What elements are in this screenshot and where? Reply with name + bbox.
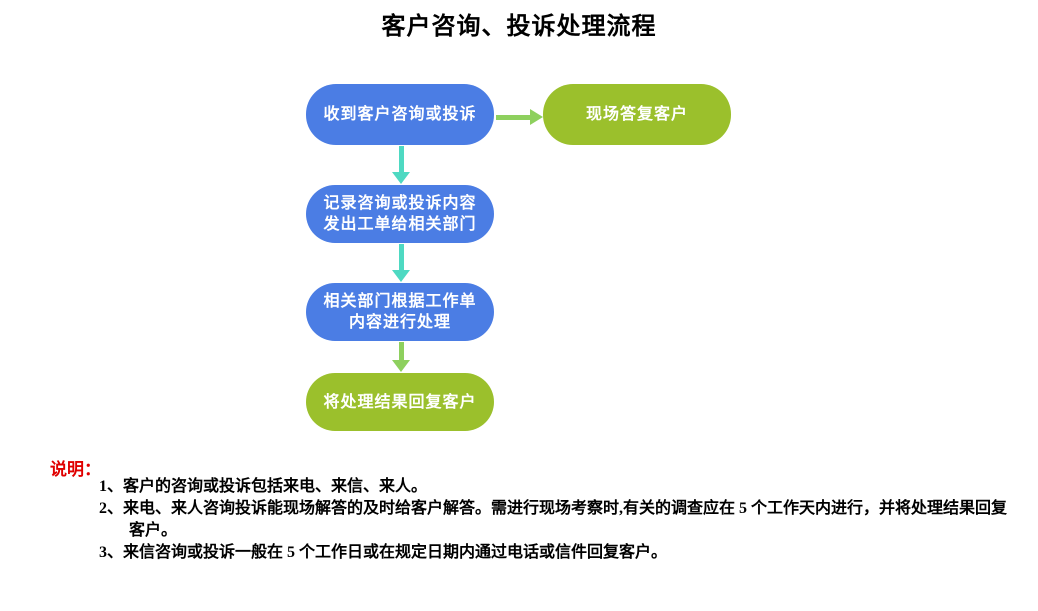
flow-arrow-down-icon bbox=[392, 146, 410, 184]
arrow-head bbox=[392, 360, 410, 372]
arrow-head bbox=[530, 109, 543, 125]
flow-node-process: 相关部门根据工作单 内容进行处理 bbox=[306, 283, 494, 341]
notes-list: 1、客户的咨询或投诉包括来电、来信、来人。 2、来电、来人咨询投诉能现场解答的及… bbox=[99, 476, 1007, 564]
note-item: 2、来电、来人咨询投诉能现场解答的及时给客户解答。需进行现场考察时,有关的调查应… bbox=[99, 500, 1008, 539]
flow-node-receive: 收到客户咨询或投诉 bbox=[306, 84, 494, 145]
flow-node-label: 收到客户咨询或投诉 bbox=[323, 106, 477, 123]
arrow-shaft bbox=[496, 115, 531, 120]
flow-node-label: 将处理结果回复客户 bbox=[323, 393, 477, 411]
note-item: 3、来信咨询或投诉一般在 5 个工作日或在规定日期内通过电话或信件回复客户。 bbox=[99, 544, 668, 561]
flow-node-label: 现场答复客户 bbox=[585, 106, 688, 123]
flow-node-label: 内容进行处理 bbox=[348, 314, 451, 331]
flow-node-label: 相关部门根据工作单 bbox=[323, 293, 477, 310]
flow-node-label: 记录咨询或投诉内容 bbox=[323, 195, 477, 212]
page-title: 客户咨询、投诉处理流程 bbox=[381, 14, 657, 40]
note-item: 1、客户的咨询或投诉包括来电、来信、来人。 bbox=[99, 478, 428, 495]
arrow-shaft bbox=[398, 146, 404, 172]
arrow-head bbox=[392, 172, 410, 184]
flow-arrow-down-icon bbox=[392, 244, 410, 282]
flow-arrow-right-icon bbox=[496, 109, 543, 126]
notes-heading: 说明： bbox=[50, 460, 101, 479]
flow-node-onsite-reply: 现场答复客户 bbox=[543, 84, 731, 145]
flow-arrow-down-icon bbox=[392, 342, 410, 372]
flow-node-label: 发出工单给相关部门 bbox=[323, 216, 477, 233]
flow-node-reply-result: 将处理结果回复客户 bbox=[306, 373, 494, 431]
arrow-shaft bbox=[398, 244, 404, 270]
arrow-head bbox=[392, 270, 410, 282]
flow-node-record: 记录咨询或投诉内容 发出工单给相关部门 bbox=[306, 185, 494, 243]
arrow-shaft bbox=[398, 342, 404, 360]
